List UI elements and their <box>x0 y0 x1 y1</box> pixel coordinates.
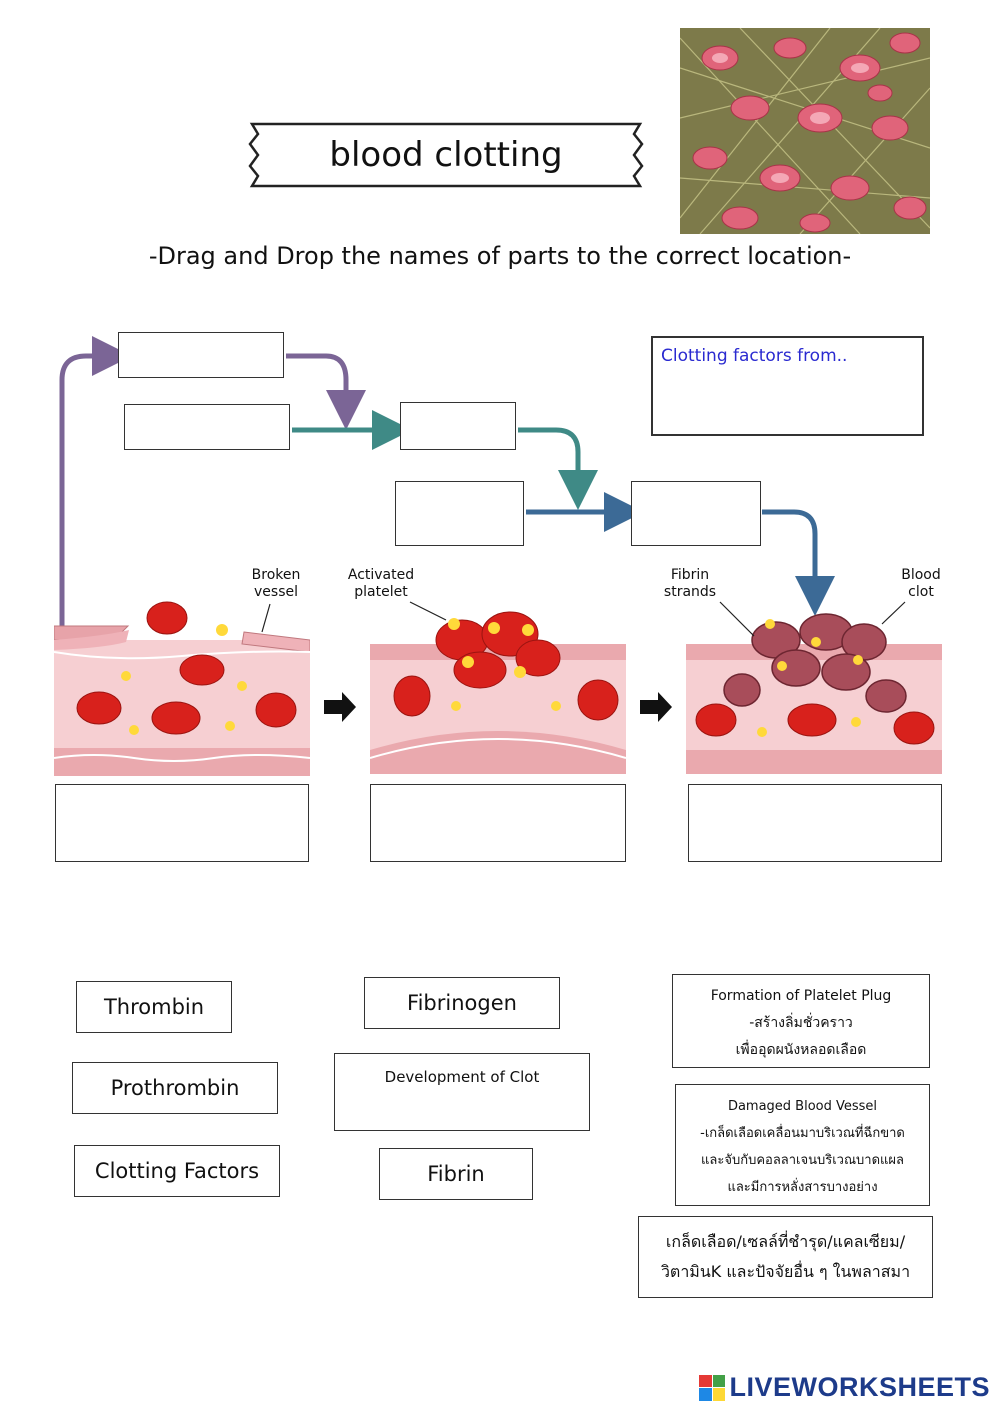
clotting-factors-box[interactable]: Clotting factors from.. <box>651 336 924 436</box>
label-fibrin-strands: Fibrin strands <box>663 567 717 600</box>
drop-target-5[interactable] <box>631 481 761 546</box>
label-activated-platelet: Activated platelet <box>347 567 415 600</box>
clot-photo-image <box>680 28 930 234</box>
stage-drop-target-1[interactable] <box>55 784 309 862</box>
drop-target-3[interactable] <box>400 402 516 450</box>
vessel-panel-clot <box>686 613 942 774</box>
step-arrow-1 <box>324 692 356 722</box>
chip-fibrin[interactable]: Fibrin <box>379 1148 533 1200</box>
label-blood-clot: Blood clot <box>901 567 941 600</box>
clot-photo <box>680 28 930 234</box>
chip-clotting-factors[interactable]: Clotting Factors <box>74 1145 280 1197</box>
chip-development-of-clot[interactable]: Development of Clot <box>334 1053 590 1131</box>
label-pointers <box>261 601 906 637</box>
label-broken-vessel: Broken vessel <box>251 567 301 600</box>
clotting-factors-label: Clotting factors from.. <box>661 346 848 366</box>
purple-arrow-up <box>59 336 132 632</box>
teal-arrow-down <box>518 427 598 510</box>
chip-fibrinogen[interactable]: Fibrinogen <box>364 977 560 1029</box>
drop-target-4[interactable] <box>395 481 524 546</box>
chip-platelet-factors[interactable]: เกล็ดเลือด/เซลล์ที่ชำรุด/แคลเซียม/ วิตาม… <box>638 1216 933 1298</box>
chip-damaged-vessel[interactable]: Damaged Blood Vessel -เกล็ดเลือดเคลื่อนม… <box>675 1084 930 1206</box>
page-title: blood clotting <box>329 135 563 175</box>
vessel-panel-broken <box>54 601 310 776</box>
chip-platelet-plug[interactable]: Formation of Platelet Plug -สร้างลิ่มชั่… <box>672 974 930 1068</box>
purple-arrow-down <box>286 353 366 430</box>
flow-arrows <box>59 336 835 722</box>
liveworksheets-logo: LIVEWORKSHEETS <box>699 1372 990 1403</box>
vessel-panel-plug <box>370 611 626 774</box>
blue-arrow-down <box>762 509 835 616</box>
title-banner: blood clotting <box>246 122 646 188</box>
drop-target-2[interactable] <box>124 404 290 450</box>
step-arrow-2 <box>640 692 672 722</box>
chip-prothrombin[interactable]: Prothrombin <box>72 1062 278 1114</box>
banner-frame <box>248 122 644 188</box>
stage-drop-target-3[interactable] <box>688 784 942 862</box>
logo-text: LIVEWORKSHEETS <box>729 1372 990 1402</box>
drop-target-1[interactable] <box>118 332 284 378</box>
instruction-text: -Drag and Drop the names of parts to the… <box>148 242 852 270</box>
chip-thrombin[interactable]: Thrombin <box>76 981 232 1033</box>
stage-drop-target-2[interactable] <box>370 784 626 862</box>
logo-badge <box>699 1374 726 1401</box>
